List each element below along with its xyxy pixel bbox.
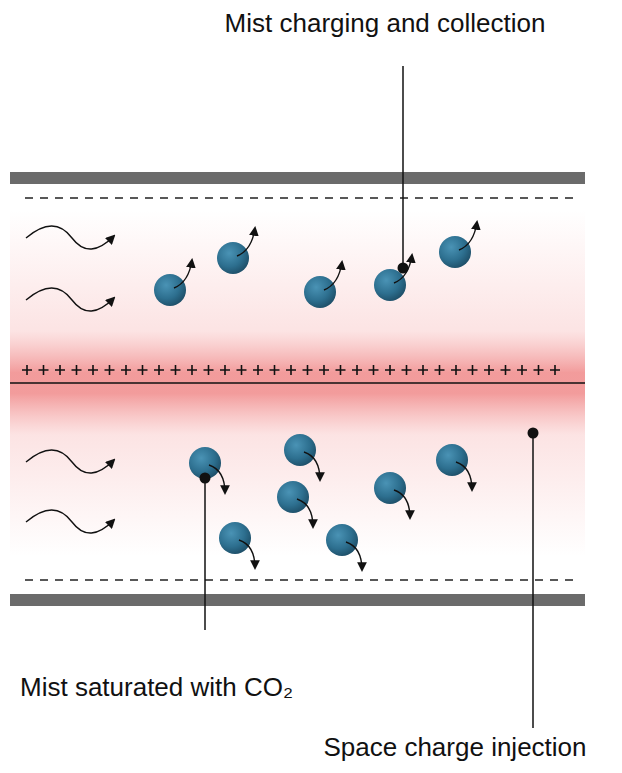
- plus-sign: [39, 365, 49, 375]
- trajectory-arrow: [304, 452, 320, 480]
- trajectory-arrow: [394, 490, 410, 518]
- ionization-glow: [10, 210, 585, 556]
- callout-label: Mist charging and collection: [225, 8, 546, 39]
- bottom-plate: [10, 594, 585, 606]
- plus-sign: [22, 365, 32, 375]
- plus-sign: [352, 365, 362, 375]
- trajectory-arrow: [324, 262, 342, 290]
- plus-sign: [501, 365, 511, 375]
- callout-label: Space charge injection: [323, 732, 586, 763]
- flow-arrow: [26, 226, 114, 249]
- plus-sign: [270, 365, 280, 375]
- flow-arrow: [26, 288, 114, 311]
- plus-sign: [336, 365, 346, 375]
- trajectory-arrow: [239, 540, 255, 568]
- callout-label: Mist saturated with CO₂: [20, 672, 293, 703]
- negative-charge-layer: [25, 197, 575, 199]
- plus-sign: [550, 365, 560, 375]
- top-plate: [10, 172, 585, 184]
- mist-droplets: [154, 222, 477, 570]
- plus-sign: [204, 365, 214, 375]
- negative-charge-layer: [25, 579, 575, 581]
- plus-sign: [171, 365, 181, 375]
- trajectory-arrow: [346, 542, 362, 570]
- plus-sign: [468, 365, 478, 375]
- plus-sign: [237, 365, 247, 375]
- plus-sign: [187, 365, 197, 375]
- mist-droplet: [439, 236, 471, 268]
- plus-sign: [72, 365, 82, 375]
- mist-droplet: [277, 481, 309, 513]
- mist-droplet: [326, 524, 358, 556]
- plus-sign: [55, 365, 65, 375]
- mist-droplet: [304, 276, 336, 308]
- plus-sign: [451, 365, 461, 375]
- plus-sign: [253, 365, 263, 375]
- plus-sign: [484, 365, 494, 375]
- plus-sign: [369, 365, 379, 375]
- plus-sign: [220, 365, 230, 375]
- trajectory-arrow: [237, 228, 255, 256]
- flow-arrow: [26, 510, 114, 533]
- plus-sign: [154, 365, 164, 375]
- plus-sign: [385, 365, 395, 375]
- mist-droplet: [154, 274, 186, 306]
- trajectory-arrow: [209, 465, 225, 493]
- mist-droplet: [284, 434, 316, 466]
- flow-arrows: [26, 226, 114, 533]
- plus-sign: [88, 365, 98, 375]
- plus-sign: [534, 365, 544, 375]
- plus-sign: [319, 365, 329, 375]
- flow-arrow: [26, 450, 114, 473]
- trajectory-arrow: [297, 499, 313, 527]
- plus-sign: [138, 365, 148, 375]
- trajectory-arrow: [456, 462, 472, 490]
- leader-lines: [200, 66, 539, 728]
- plus-sign: [121, 365, 131, 375]
- plus-sign: [517, 365, 527, 375]
- plus-sign: [435, 365, 445, 375]
- central-electrode: [10, 382, 585, 384]
- plus-sign: [105, 365, 115, 375]
- trajectory-arrow: [174, 260, 192, 288]
- mist-droplet: [217, 242, 249, 274]
- mist-droplet: [374, 269, 406, 301]
- mist-droplet: [436, 444, 468, 476]
- plus-sign: [402, 365, 412, 375]
- plus-sign: [418, 365, 428, 375]
- trajectory-arrow: [459, 222, 477, 250]
- mist-droplet: [374, 472, 406, 504]
- positive-charges: [22, 365, 560, 375]
- mist-droplet: [219, 522, 251, 554]
- plus-sign: [303, 365, 313, 375]
- plus-sign: [286, 365, 296, 375]
